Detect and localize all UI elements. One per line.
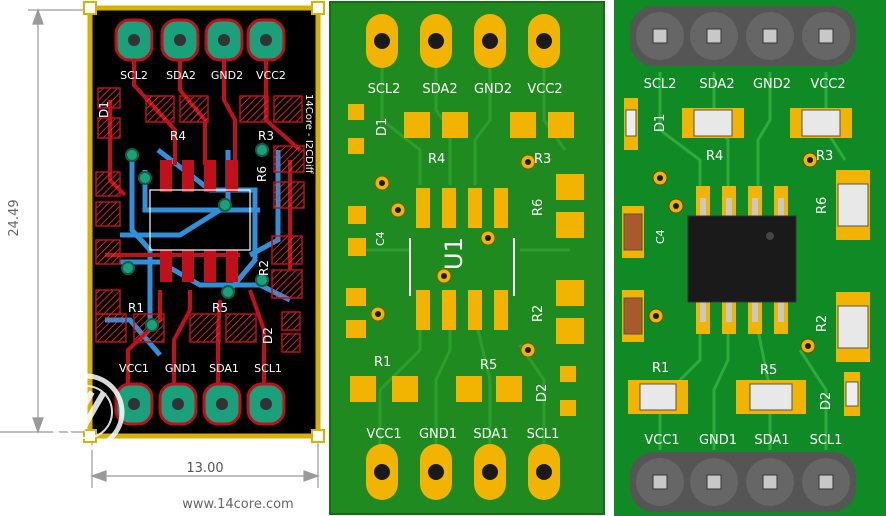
- layout-bottom-pin-label: GND1: [165, 362, 197, 375]
- render-ref-d1: D1: [653, 114, 668, 132]
- render-ref-r5: R5: [760, 363, 777, 378]
- render-top-pin-label: GND2: [753, 77, 791, 92]
- pcb-top-pin-label: SCL2: [368, 82, 401, 97]
- layout-panel: 24.49 13.00 www.14core.com: [0, 0, 326, 516]
- render-ic-chip: [687, 186, 797, 334]
- pcb-ref-u1: U1: [440, 237, 468, 270]
- render-bottom-pin-label: GND1: [699, 433, 737, 448]
- render-bottom-pin-label: SCL1: [810, 433, 843, 448]
- height-dimension-label: 24.49: [7, 199, 22, 236]
- pcb-ref-r5: R5: [480, 358, 497, 373]
- pcb-board: [329, 1, 605, 515]
- render-ref-c4: C4: [654, 229, 667, 244]
- layout-bottom-pin-label: SCL1: [254, 362, 282, 375]
- render-top-pin-label: SCL2: [644, 77, 677, 92]
- layout-top-pin-label: SDA2: [166, 69, 196, 82]
- pcb-bottom-pin-label: SDA1: [473, 427, 508, 442]
- pcb-ref-r2: R2: [531, 305, 546, 322]
- render-ref-r4: R4: [706, 149, 723, 164]
- pcb-ic-pads: [416, 188, 508, 330]
- pcb-ref-r1: R1: [374, 355, 391, 370]
- layout-top-pin-label: VCC2: [256, 69, 286, 82]
- width-dimension-label: 13.00: [186, 461, 223, 476]
- pcb-top-pin-label: VCC2: [527, 82, 562, 97]
- layout-vias: [121, 143, 269, 332]
- pcb-ref-d1: D1: [375, 118, 390, 136]
- layout-ref-r2: R2: [257, 260, 271, 276]
- pcb-top-header: [366, 14, 560, 68]
- render-bottom-pin-label: VCC1: [644, 433, 679, 448]
- watermark-logo-icon: [47, 373, 125, 451]
- render-top-pin-label: SDA2: [699, 77, 734, 92]
- render-bottom-header: [630, 452, 856, 512]
- layout-ref-r4: R4: [170, 129, 186, 143]
- layout-ic-pads: [160, 160, 238, 282]
- pcb-bottom-pin-label: GND1: [419, 427, 457, 442]
- layout-top-pin-label: GND2: [211, 69, 243, 82]
- pcb-smd-pads: [346, 104, 584, 416]
- pcb-ref-r4: R4: [428, 152, 445, 167]
- layout-ref-d2: D2: [261, 327, 275, 344]
- layout-blue-traces: [105, 148, 292, 357]
- layout-bottom-header: [114, 382, 286, 426]
- pcb-ref-c4: C4: [374, 231, 387, 246]
- render-ref-r3: R3: [816, 149, 833, 164]
- pcb-ic-silkscreen: [409, 238, 515, 296]
- pcb-ref-d2: D2: [535, 384, 550, 402]
- layout-ref-r5: R5: [212, 301, 228, 315]
- pcb-bottom-pin-label: VCC1: [366, 427, 401, 442]
- pcb-bottom-header: [366, 444, 560, 500]
- layout-ref-d1: D1: [97, 101, 111, 118]
- layout-ref-r1: R1: [128, 301, 144, 315]
- dimension-height: [0, 8, 92, 434]
- render-ref-r2: R2: [815, 315, 830, 332]
- pcb-panel: SCL2 SDA2 GND2 VCC2: [326, 0, 606, 516]
- dimension-width: [90, 436, 320, 488]
- layout-ref-r6: R6: [255, 166, 269, 182]
- pcb-ref-r3: R3: [534, 152, 551, 167]
- website-label: www.14core.com: [182, 497, 293, 512]
- render-ref-r6: R6: [815, 197, 830, 214]
- layout-silk-vertical: 14Core - I2CDiff: [303, 94, 314, 175]
- layout-bottom-pin-label: VCC1: [119, 362, 149, 375]
- pcb-top-pin-label: GND2: [474, 82, 512, 97]
- pcb-bottom-pin-label: SCL1: [527, 427, 560, 442]
- layout-bottom-pin-label: SDA1: [209, 362, 239, 375]
- render-panel: SCL2 SDA2 GND2 VCC2: [606, 0, 886, 516]
- render-ref-d2: D2: [819, 392, 834, 410]
- render-bottom-pin-label: SDA1: [754, 433, 789, 448]
- render-components: [622, 98, 870, 416]
- layout-ic-outline: [149, 189, 251, 251]
- render-top-pin-label: VCC2: [810, 77, 845, 92]
- render-ref-r1: R1: [652, 361, 669, 376]
- render-top-header: [630, 6, 856, 66]
- layout-top-pin-label: SCL2: [120, 69, 148, 82]
- pcb-top-pin-label: SDA2: [422, 82, 457, 97]
- layout-ref-r3: R3: [258, 129, 274, 143]
- pcb-ref-r6: R6: [531, 199, 546, 216]
- layout-top-header: [114, 18, 286, 62]
- pcb-vias: [370, 154, 536, 358]
